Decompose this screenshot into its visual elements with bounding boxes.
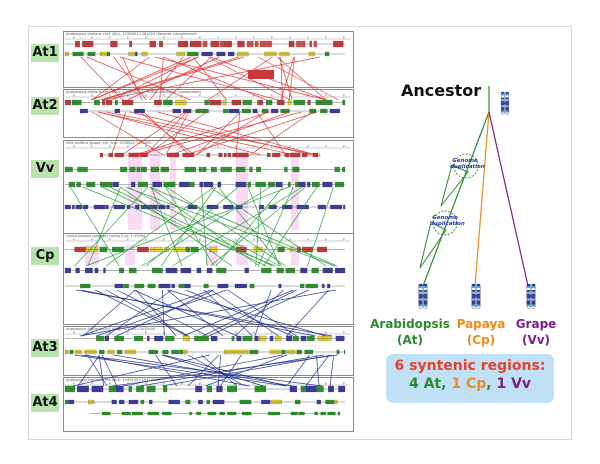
- summary-at-count: 4 At: [408, 376, 442, 392]
- row-label-cp: Cp: [31, 247, 59, 265]
- panel-at3: Arabidopsis thaliana chr3 (At3): 3010001…: [63, 326, 354, 376]
- panel-vv: Vitis vinifera (grape) chr (Vv): 1330001…: [63, 140, 354, 234]
- species-arabidopsis: Arabidopsis (At): [366, 316, 454, 348]
- row-label-at4: At4: [31, 394, 59, 412]
- species-grape: Grape (Vv): [512, 316, 560, 348]
- species-papaya: Papaya (Cp): [455, 316, 507, 348]
- row-label-at3: At3: [31, 339, 59, 357]
- row-label-vv: Vv: [31, 160, 59, 178]
- panel-title-vv: Vitis vinifera (grape) chr (Vv): 1330001…: [66, 141, 152, 145]
- summary-cp-count: 1 Cp: [451, 376, 487, 392]
- species-grape-code: (Vv): [521, 333, 551, 347]
- panel-title-at4: Arabidopsis thaliana chr4 (At4): 1543100…: [66, 378, 160, 382]
- panel-at2: Arabidopsis thaliana chr2 (At2): 1774000…: [63, 89, 354, 138]
- ancestor-label: Ancestor: [401, 81, 482, 100]
- summary-sep-1: ,: [441, 376, 452, 392]
- panel-title-cp: Carica papaya (papaya) contig (Cp): 1-25…: [66, 234, 146, 238]
- species-papaya-code: (Cp): [466, 333, 496, 347]
- row-label-at2: At2: [31, 97, 59, 115]
- panel-title-at3: Arabidopsis thaliana chr3 (At3): 3010001…: [66, 327, 156, 331]
- species-arabidopsis-code: (At): [397, 333, 423, 347]
- panel-at1: Arabidopsis thaliana chr1 (At1): 1258001…: [63, 31, 354, 88]
- summary-title: 6 syntenic regions:: [394, 358, 546, 374]
- panel-at4: Arabidopsis thaliana chr4 (At4): 1543100…: [63, 377, 354, 432]
- panel-cp: Carica papaya (papaya) contig (Cp): 1-25…: [63, 233, 354, 325]
- panel-title-at2: Arabidopsis thaliana chr2 (At2): 1774000…: [66, 90, 202, 94]
- species-arabidopsis-name: Arabidopsis: [370, 317, 450, 331]
- summary-box: 6 syntenic regions: 4 At, 1 Cp, 1 Vv: [386, 354, 554, 403]
- species-papaya-name: Papaya: [456, 317, 506, 331]
- duplication-label-2: Genome duplication: [430, 215, 465, 227]
- summary-vv-count: 1 Vv: [496, 376, 532, 392]
- duplication-label-1: Genome duplication: [450, 158, 485, 170]
- summary-sep-2: ,: [486, 376, 497, 392]
- species-grape-name: Grape: [515, 317, 557, 331]
- panel-title-at1: Arabidopsis thaliana chr1 (At1): 1258001…: [66, 32, 197, 36]
- row-label-at1: At1: [31, 44, 59, 62]
- summary-body: 4 At, 1 Cp, 1 Vv: [386, 376, 554, 392]
